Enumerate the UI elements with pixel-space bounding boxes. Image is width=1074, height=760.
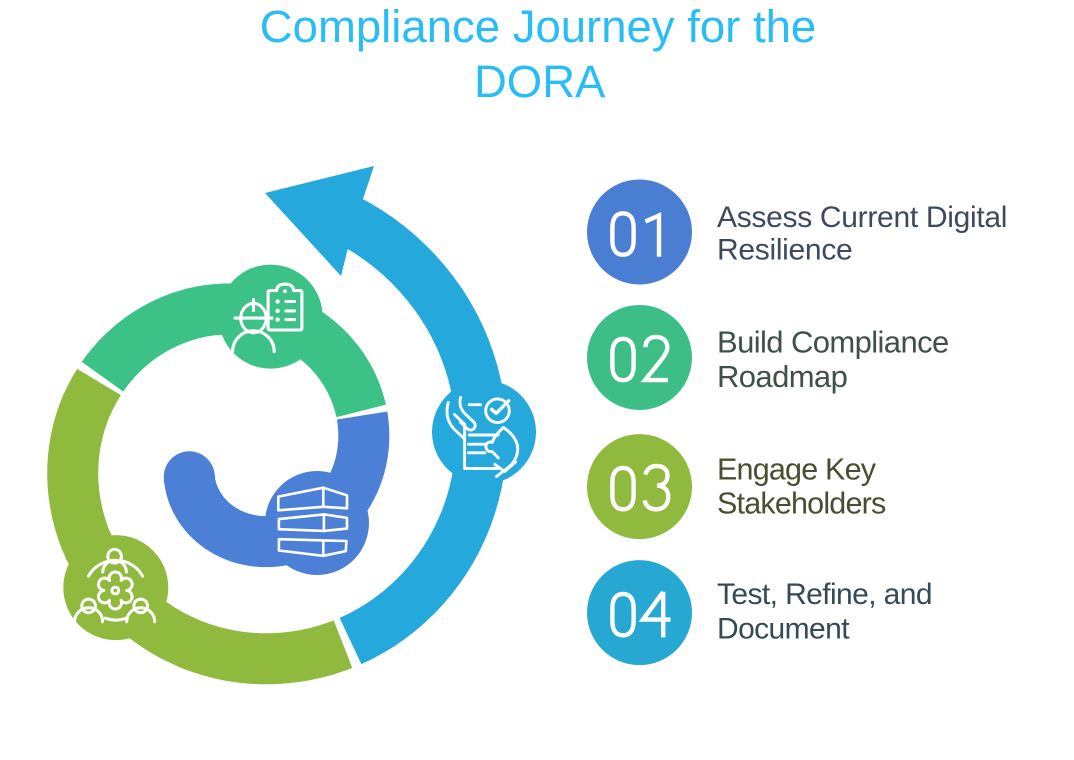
svg-text:Resilience: Resilience xyxy=(717,234,852,267)
svg-text:DORA: DORA xyxy=(474,56,606,107)
svg-text:Compliance Journey for the: Compliance Journey for the xyxy=(260,1,816,52)
svg-text:Test, Refine, and: Test, Refine, and xyxy=(717,578,932,611)
svg-text:Build Compliance: Build Compliance xyxy=(717,325,949,360)
svg-text:Engage Key: Engage Key xyxy=(717,452,877,486)
svg-text:Document: Document xyxy=(717,613,850,646)
svg-text:Assess Current Digital: Assess Current Digital xyxy=(717,201,1007,234)
svg-text:Stakeholders: Stakeholders xyxy=(717,487,886,521)
svg-text:Roadmap: Roadmap xyxy=(717,359,847,394)
